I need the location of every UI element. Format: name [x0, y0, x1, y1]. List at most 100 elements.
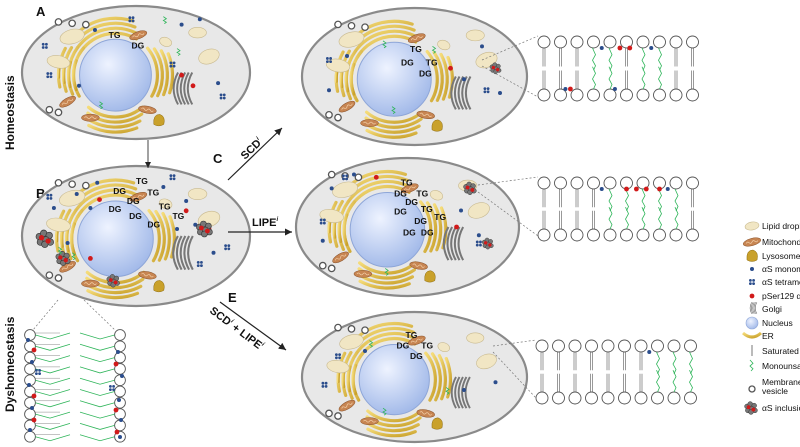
pser129-icon [627, 45, 633, 51]
tg-label: TG [434, 212, 446, 222]
legend-label: pSer129 αS [762, 291, 800, 301]
monomer-icon [345, 53, 349, 58]
dg-label: DG [401, 58, 414, 68]
mitochondria-icon [59, 96, 76, 108]
pser129-icon [751, 407, 756, 412]
lipid-droplet-icon [325, 58, 351, 73]
tetramer-icon [224, 244, 231, 251]
dg-label: DG [405, 197, 418, 207]
membrane-head [601, 339, 615, 353]
legend-item-golgi: Golgi [749, 302, 782, 314]
zoom-guide-line [481, 65, 539, 98]
lipid-droplet-icon [475, 51, 498, 69]
vesicle-icon [318, 261, 327, 270]
lipid-droplet-icon [437, 39, 451, 51]
legend-label: Nucleus [762, 318, 793, 328]
tg-label: TG [109, 30, 121, 40]
monomer-icon [30, 360, 34, 364]
mitochondria-icon [360, 417, 379, 426]
membrane-head [636, 35, 650, 49]
monomer-icon [476, 233, 481, 238]
lipid-droplet-icon [46, 55, 71, 69]
membrane-head [684, 391, 697, 405]
zoom-guide-line [492, 351, 537, 399]
monomer-icon [462, 388, 466, 392]
monomer-icon [30, 406, 34, 410]
vesicle-icon [81, 20, 90, 29]
monounsaturated-fa-icon [592, 66, 596, 90]
vesicle-icon [81, 181, 90, 190]
monounsaturated-fa-icon [382, 40, 387, 49]
membrane-head [585, 339, 598, 353]
monounsaturated-fa-icon [445, 387, 450, 395]
lipid-droplet-icon [46, 217, 71, 232]
monomer-icon [599, 187, 604, 191]
membrane-head [651, 339, 664, 353]
lysosome-icon [431, 119, 443, 132]
dg-label: DG [109, 204, 122, 214]
legend-item-vesicle-1: Membrane-bound [748, 377, 800, 393]
vesicle-icon [334, 323, 342, 332]
membrane-head [669, 88, 683, 102]
pser129-icon [617, 45, 623, 51]
pser129-icon [113, 407, 119, 413]
dg-label: DG [410, 351, 423, 361]
lysosome-icon [424, 270, 436, 283]
monounsaturated-fa-icon [431, 46, 437, 54]
golgi-icon [749, 302, 758, 314]
vesicle-icon [361, 23, 369, 32]
lipid-droplet-icon [744, 221, 760, 231]
membrane-head [552, 391, 565, 405]
monounsaturated-fa-icon [79, 423, 115, 430]
monomer-icon [599, 46, 604, 50]
pser129-icon [484, 241, 488, 245]
dg-label: DG [419, 69, 432, 79]
pser129-icon [199, 225, 204, 231]
membrane-head [587, 228, 600, 242]
dg-label: DG [394, 207, 407, 217]
nucleus-icon [356, 41, 432, 117]
monounsaturated-fa-icon [658, 47, 662, 71]
monounsaturated-fa-icon [35, 332, 71, 340]
vesicle-icon [54, 18, 63, 26]
vesicle-icon [54, 274, 63, 282]
monomer-icon [363, 349, 367, 353]
zoom-guide-line [492, 339, 537, 347]
monounsaturated-fa-icon [162, 16, 168, 24]
membrane-head [24, 329, 36, 341]
tetramer-icon [335, 353, 341, 360]
monomer-icon [118, 435, 122, 439]
golgi-icon [450, 376, 471, 409]
monounsaturated-fa-icon [592, 47, 596, 71]
monomer-icon [92, 27, 97, 32]
monomer-icon [649, 46, 654, 50]
nucleus-icon [79, 38, 152, 112]
inclusion-icon [481, 237, 494, 250]
pser129-icon [495, 68, 500, 72]
membrane-head [24, 363, 36, 375]
tg-label: TG [136, 176, 148, 186]
tg-label: TG [416, 189, 428, 199]
mitochondria-icon [129, 191, 148, 202]
monomer-icon [28, 428, 32, 432]
membrane-head [686, 176, 699, 190]
membrane-head [686, 88, 699, 102]
lipid-droplet-icon [158, 198, 173, 210]
pser129-icon [31, 347, 37, 353]
tetramer-icon [219, 93, 226, 100]
monounsaturated-fa-icon [656, 351, 660, 375]
dg-label: DG [394, 189, 407, 199]
lipid-droplet-icon [476, 353, 497, 370]
monounsaturated-fa-icon [658, 66, 662, 90]
monomer-icon [211, 250, 216, 255]
monomer-icon [95, 180, 100, 185]
monounsaturated-fa-icon [35, 400, 71, 408]
lipid-droplet-icon [198, 48, 220, 65]
vesicle-icon [347, 325, 356, 333]
membrane-head [634, 391, 648, 405]
legend-label: Membrane-bound [762, 377, 800, 387]
monounsaturated-fa-icon [79, 355, 115, 363]
monomer-icon [184, 199, 189, 203]
